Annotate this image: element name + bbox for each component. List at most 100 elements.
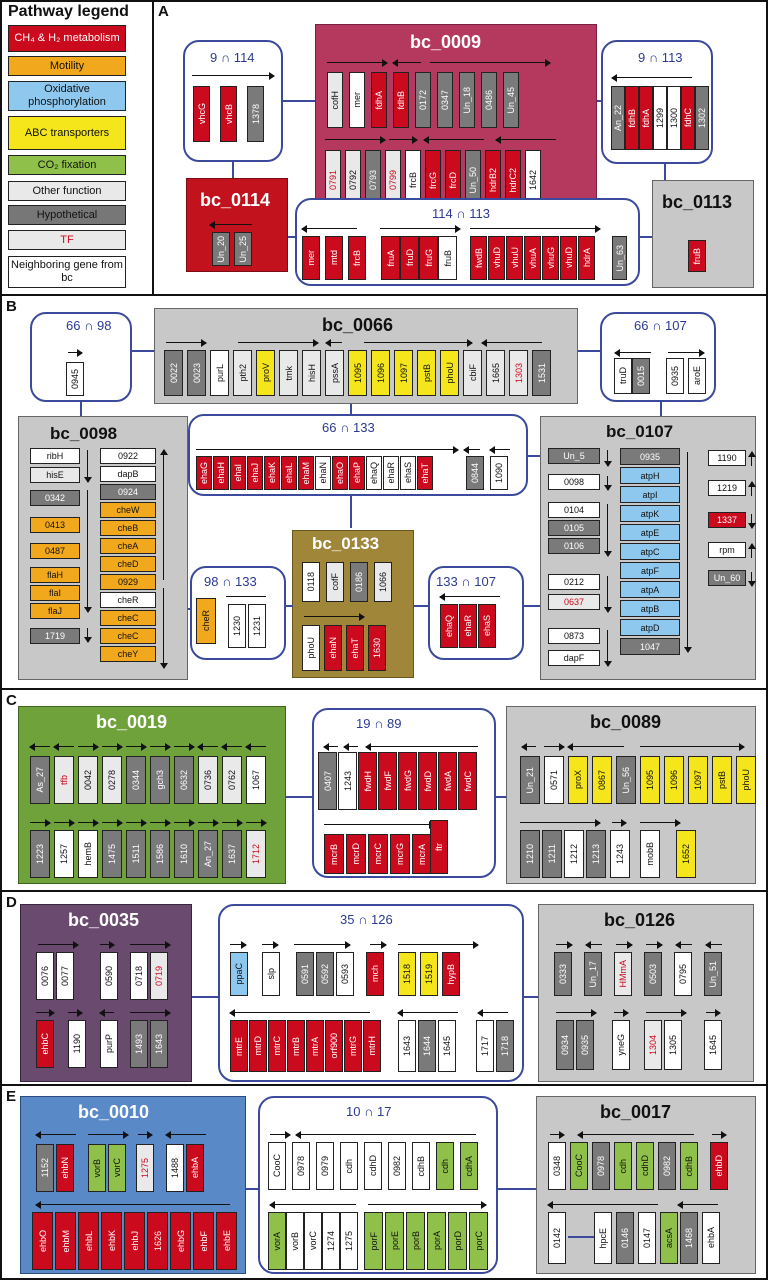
gene-box: 1643 [150, 1020, 168, 1068]
gene-arrow [481, 338, 542, 348]
cluster-bc-0017-title: bc_0017 [600, 1102, 672, 1122]
gene-arrow [327, 58, 388, 68]
gene-box: cheR [100, 592, 156, 608]
gene-box: 0212 [548, 574, 600, 590]
cluster-bc-0098-title: bc_0098 [50, 424, 118, 443]
gene-box: 0486 [481, 72, 497, 128]
gene-arrow [29, 742, 50, 752]
gene-arrow [616, 940, 633, 950]
gene-box: mcrA [412, 834, 432, 874]
gene-box: hemB [78, 830, 98, 878]
gene-box: Un_21 [520, 756, 540, 804]
gene-arrow [78, 818, 99, 828]
legend-item: Other function [8, 181, 126, 201]
gene-box: vhuU [506, 236, 523, 280]
gene-box: fdhA [639, 86, 653, 150]
gene-arrow [84, 628, 92, 643]
gene-arrow [489, 445, 510, 455]
panel-a-label: A [158, 3, 169, 20]
gene-arrow [84, 490, 92, 613]
gene-arrow [748, 543, 756, 558]
gene-box: 1047 [620, 638, 680, 655]
gene-box: ehaN [315, 456, 331, 490]
gene-box: Un_5 [548, 448, 600, 464]
gene-box: As_27 [30, 756, 50, 804]
gene-box: pssA [325, 350, 344, 396]
gene-box: 0333 [554, 952, 572, 996]
gene-box: ehaR [459, 604, 477, 648]
gene-box: phoU [302, 625, 320, 671]
gene-box: fwdH [358, 752, 377, 810]
gene-arrow [611, 73, 692, 83]
gene-box: 1274 [322, 1212, 340, 1270]
gene-box: 0924 [100, 484, 156, 500]
gene-box: porF [364, 1212, 383, 1270]
gene-box: 1212 [564, 830, 584, 878]
gene-arrow [246, 818, 267, 828]
gene-box: 1067 [246, 756, 266, 804]
gene-box: 1610 [174, 830, 194, 878]
gene-box: cdh [436, 1142, 454, 1190]
gene-box: cheA [100, 538, 156, 554]
gene-arrow [567, 742, 624, 752]
gene-box: hpcE [594, 1212, 612, 1264]
gene-box: proX [568, 756, 588, 804]
gene-arrow [78, 742, 99, 752]
gene-box: hisH [302, 350, 321, 396]
gene-box: slp [262, 952, 280, 996]
gene-box: ehaT [417, 456, 433, 490]
gene-box: 1095 [640, 756, 660, 804]
connector-line [578, 350, 602, 352]
gene-arrow [221, 742, 242, 752]
gene-box: atpH [620, 467, 680, 484]
gene-box: pth2 [233, 350, 252, 396]
gene-box: vhcG [193, 86, 210, 142]
gene-box: ehbN [56, 1144, 74, 1192]
gene-arrow [294, 940, 351, 950]
gene-arrow [556, 1008, 597, 1018]
gene-box: dapF [548, 650, 600, 666]
gene-arrow [668, 348, 705, 358]
gene-box: ehbF [193, 1212, 214, 1270]
gene-box: cdh [614, 1142, 632, 1190]
gene-box: purP [100, 1020, 118, 1068]
gene-box: fwdF [378, 752, 397, 810]
gene-box: ehaQ [366, 456, 382, 490]
cluster-bc-0126-title: bc_0126 [604, 910, 676, 930]
gene-arrow [614, 1008, 629, 1018]
gene-box: 1243 [610, 830, 630, 878]
gene-box: porB [406, 1212, 425, 1270]
panel-d-label: D [6, 894, 17, 911]
gene-arrow [196, 445, 459, 455]
gene-arrow [748, 481, 756, 496]
cluster-bc-0066-title: bc_0066 [322, 315, 394, 335]
gene-box: 1219 [708, 480, 746, 496]
gene-box: 0023 [187, 350, 206, 396]
gene-arrow [520, 818, 601, 828]
gene-box: yneG [612, 1020, 630, 1070]
gene-arrow [38, 940, 79, 950]
connector-line [192, 996, 220, 998]
gene-box: 0762 [222, 756, 242, 804]
gene-box: 1645 [438, 1020, 456, 1072]
gene-box: 0867 [592, 756, 612, 804]
gene-box: Un_60 [708, 570, 746, 586]
gene-arrow [430, 58, 551, 68]
gene-box: 1213 [586, 830, 606, 878]
gene-arrow [102, 818, 123, 828]
gene-box: fdhB [393, 72, 409, 128]
legend-title: Pathway legend [8, 3, 129, 20]
gene-box: vhuD [488, 236, 505, 280]
gene-box: ehaG [196, 456, 212, 490]
connector-line [232, 162, 234, 180]
connector-line [640, 236, 654, 238]
gene-box: ehaJ [247, 456, 263, 490]
gene-arrow [138, 1130, 153, 1140]
gene-box: 0873 [548, 628, 600, 644]
gene-box: 0934 [556, 1020, 574, 1070]
gene-box: 0104 [548, 502, 600, 518]
gene-box: 1718 [496, 1020, 514, 1072]
connector-line [568, 1236, 594, 1238]
gene-arrow [646, 940, 663, 950]
gene-box: 1586 [150, 830, 170, 878]
